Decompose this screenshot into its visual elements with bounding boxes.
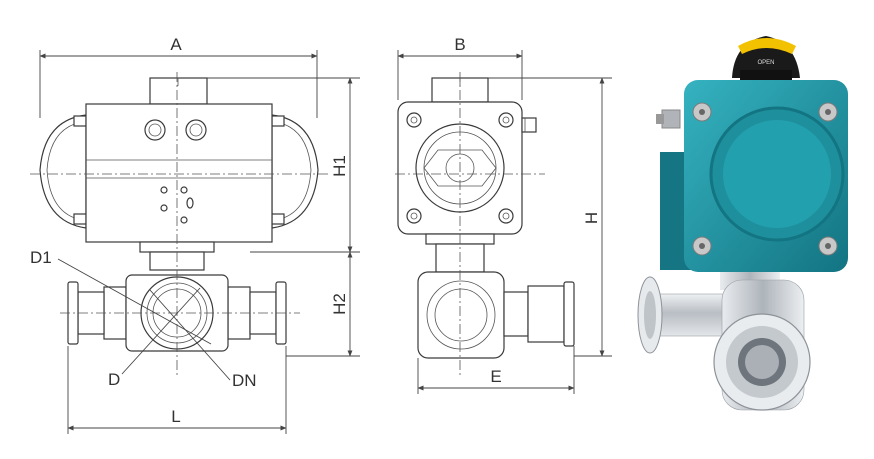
- dim-label-d1: D1: [30, 248, 52, 267]
- side-view: [395, 72, 575, 378]
- front-view: [30, 72, 330, 381]
- front-drive-shaft: [149, 77, 208, 105]
- dim-label-e: E: [490, 367, 501, 386]
- dim-label-a: A: [170, 35, 182, 54]
- dim-label-dn: DN: [232, 371, 257, 390]
- dim-label-h2: H2: [330, 293, 349, 315]
- front-actuator-body: [85, 103, 273, 243]
- product-photo: OPEN: [637, 36, 848, 411]
- side-valve-body: [417, 271, 505, 359]
- front-port-left: [144, 119, 166, 141]
- dim-label-d: D: [108, 370, 120, 389]
- side-clamp: [563, 281, 575, 347]
- dimension-lines: [39, 50, 612, 434]
- dim-label-h1: H1: [330, 155, 349, 177]
- front-endcap-right: [271, 114, 319, 229]
- dim-label-b: B: [454, 35, 465, 54]
- front-endcap-left: [39, 114, 87, 229]
- indicator-text: OPEN: [757, 60, 774, 66]
- front-port-right: [185, 119, 207, 141]
- dim-label-h: H: [582, 212, 601, 224]
- dim-label-l: L: [171, 407, 180, 426]
